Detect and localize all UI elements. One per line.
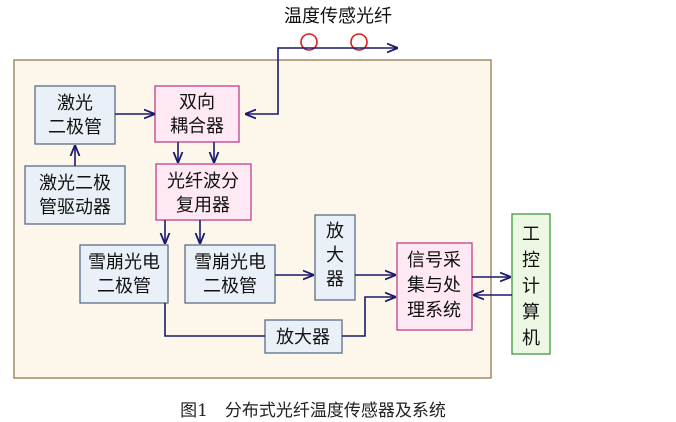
amplifier-vertical-char-2: 大 — [326, 245, 344, 266]
signal-processor-line-1: 信号采 — [407, 250, 461, 271]
laser-driver-line-2: 管驱动器 — [39, 197, 111, 218]
coupler-line-1: 双向 — [179, 92, 215, 113]
laser-driver-line-1: 激光二极 — [39, 173, 111, 194]
signal-processor-line-2: 集与处 — [407, 275, 461, 296]
amplifier-vertical-char-3: 器 — [326, 269, 344, 290]
fiber-title: 温度传感光纤 — [284, 6, 392, 27]
laser-driver-block: 激光二极 管驱动器 — [24, 165, 126, 225]
wdm-block: 光纤波分 复用器 — [155, 163, 252, 221]
figure-caption: 图1 分布式光纤温度传感器及系统 — [180, 401, 446, 421]
wdm-line-2: 复用器 — [176, 195, 230, 216]
apd1-block: 雪崩光电 二极管 — [79, 244, 169, 304]
amplifier-vertical-char-1: 放 — [326, 221, 344, 242]
computer-block: 工 控 计 算 机 — [511, 213, 551, 355]
laser-diode-line-1: 激光 — [57, 93, 93, 114]
computer-char-1: 工 — [522, 224, 540, 245]
amplifier-vertical-block: 放 大 器 — [314, 214, 356, 301]
apd2-line-2: 二极管 — [203, 276, 257, 297]
coupler-block: 双向 耦合器 — [154, 85, 240, 143]
computer-char-3: 计 — [522, 276, 540, 297]
laser-diode-block: 激光 二极管 — [34, 85, 116, 145]
lower-amplifier-to-processor-arrow — [342, 297, 395, 337]
computer-char-4: 算 — [522, 302, 540, 323]
computer-char-5: 机 — [522, 328, 540, 349]
apd1-to-lower-amplifier-line — [164, 303, 265, 337]
laser-diode-line-2: 二极管 — [48, 117, 102, 138]
wdm-line-1: 光纤波分 — [167, 171, 239, 192]
apd1-line-2: 二极管 — [97, 276, 151, 297]
coupler-line-2: 耦合器 — [170, 116, 224, 137]
apd2-line-1: 雪崩光电 — [194, 252, 266, 273]
apd1-line-1: 雪崩光电 — [88, 252, 160, 273]
fiber-line — [246, 48, 397, 114]
apd2-block: 雪崩光电 二极管 — [184, 244, 276, 304]
amplifier-horizontal-label: 放大器 — [276, 327, 330, 348]
signal-processor-block: 信号采 集与处 理系统 — [396, 242, 473, 331]
signal-processor-line-3: 理系统 — [407, 300, 461, 321]
amplifier-horizontal-block: 放大器 — [264, 319, 343, 354]
computer-char-2: 控 — [522, 250, 540, 271]
